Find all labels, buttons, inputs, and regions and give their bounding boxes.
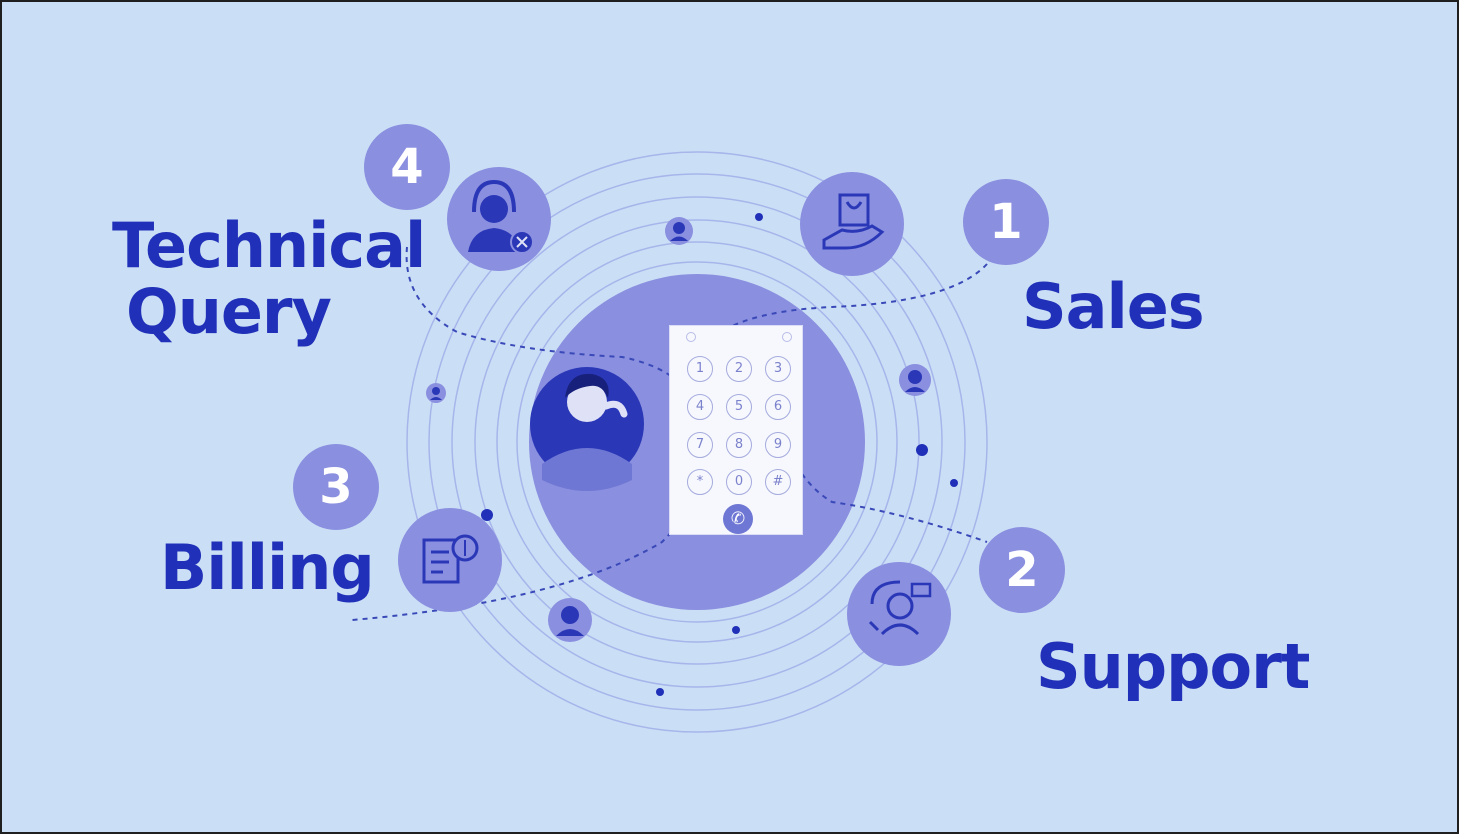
- label-sales: Sales: [1022, 270, 1205, 343]
- keypad-key[interactable]: 2: [726, 356, 752, 382]
- label-billing: Billing: [160, 531, 375, 604]
- orbit-ring: [451, 196, 943, 688]
- orbit-rings: [406, 151, 988, 733]
- badge-1: 1: [963, 179, 1049, 265]
- orbit-ring: [496, 241, 898, 643]
- headset-agent-tools-icon: [447, 167, 551, 271]
- keypad-key[interactable]: 7: [687, 432, 713, 458]
- badge-3: 3: [293, 444, 379, 530]
- orbit-dot: [656, 688, 664, 696]
- keypad-key[interactable]: 1: [687, 356, 713, 382]
- keypad-key[interactable]: *: [687, 469, 713, 495]
- person-icon: [548, 598, 592, 642]
- label-technical: Technical: [112, 209, 426, 282]
- orbit-dot: [481, 509, 493, 521]
- keypad-key[interactable]: 0: [726, 469, 752, 495]
- keypad-key[interactable]: 3: [765, 356, 791, 382]
- orbit-dot: [755, 213, 763, 221]
- branch-icons: [398, 167, 951, 666]
- orbit-dot: [950, 479, 958, 487]
- orbit-dot: [916, 444, 928, 456]
- connector-technical: [405, 246, 693, 398]
- orbit-ring: [406, 151, 988, 733]
- orbit-ring: [474, 219, 920, 665]
- label-query: Query: [126, 275, 332, 348]
- badge-2: 2: [979, 527, 1065, 613]
- label-support: Support: [1036, 630, 1310, 703]
- person-icon: [426, 383, 446, 403]
- keypad-key[interactable]: 6: [765, 394, 791, 420]
- connector-sales: [696, 263, 988, 356]
- keypad-key[interactable]: 8: [726, 432, 752, 458]
- invoice-dollar-icon: [398, 508, 502, 612]
- shopping-bag-hand-icon: [800, 172, 904, 276]
- call-agent-avatar: [530, 367, 644, 491]
- support-agent-chat-icon: [847, 562, 951, 666]
- close-icon: [782, 332, 792, 342]
- keypad-key[interactable]: #: [765, 469, 791, 495]
- person-icon: [899, 364, 931, 396]
- badge-4: 4: [364, 124, 450, 210]
- keypad-key[interactable]: 5: [726, 394, 752, 420]
- orbit-people: [426, 217, 931, 642]
- person-icon: [665, 217, 693, 245]
- keypad-key[interactable]: 4: [687, 394, 713, 420]
- orbit-ring: [428, 173, 966, 711]
- keypad-key[interactable]: 9: [765, 432, 791, 458]
- orbit-dot: [732, 626, 740, 634]
- menu-dot-icon: [686, 332, 696, 342]
- orbit-ring: [516, 261, 878, 623]
- call-button[interactable]: ✆: [723, 504, 753, 534]
